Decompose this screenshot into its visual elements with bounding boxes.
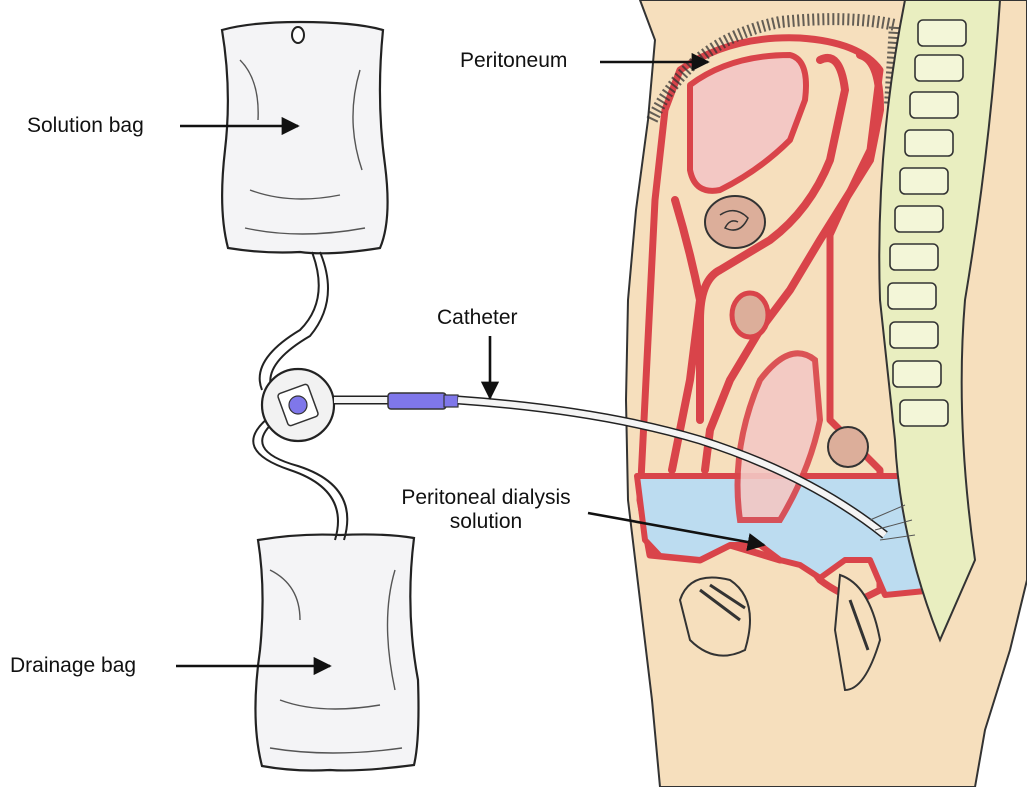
label-dialysis-solution: Peritoneal dialysis solution — [376, 486, 596, 533]
label-solution-bag: Solution bag — [27, 114, 144, 138]
label-dialysis-solution-line2: solution — [376, 510, 596, 534]
solution-bag — [222, 22, 388, 253]
drainage-bag — [255, 534, 418, 770]
transfer-set-connector — [262, 369, 334, 441]
label-drainage-bag: Drainage bag — [10, 654, 136, 678]
catheter-connector — [388, 393, 446, 409]
label-catheter: Catheter — [437, 306, 518, 330]
abdomen-cross-section — [626, 0, 1027, 787]
bowel-section-2 — [732, 293, 768, 337]
bowel-section-1 — [705, 196, 765, 248]
bowel-section-3 — [828, 427, 868, 467]
label-peritoneum: Peritoneum — [460, 49, 567, 73]
label-dialysis-solution-line1: Peritoneal dialysis — [376, 486, 596, 510]
